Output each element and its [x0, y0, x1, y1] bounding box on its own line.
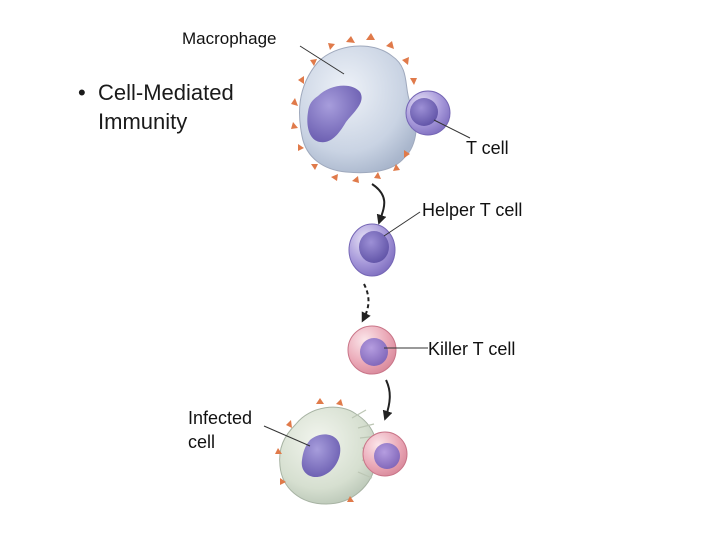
label-infected-line-1: Infected [188, 408, 253, 428]
label-t-cell: T cell [466, 138, 509, 158]
t-cell [405, 90, 451, 136]
helper-t-cell [348, 223, 396, 277]
killer-t-cell [347, 325, 397, 375]
label-macrophage: Macrophage [182, 29, 277, 48]
arrow-solid-2 [382, 379, 393, 421]
label-infected-line-2: cell [188, 432, 216, 452]
bullet-line-2: Immunity [98, 109, 188, 134]
arrow-dashed [361, 283, 371, 323]
infected-cell [275, 398, 379, 505]
leader-lines [263, 45, 471, 447]
infected-antigens [275, 398, 354, 502]
arrow-solid-1 [371, 183, 387, 225]
bullet-symbol: • [78, 80, 86, 105]
label-helper-t-cell: Helper T cell [422, 200, 523, 220]
label-killer-t-cell: Killer T cell [428, 339, 516, 359]
bullet-line-1: Cell-Mediated [98, 80, 234, 105]
macrophage-cell [291, 33, 421, 183]
attacking-killer-cell [362, 431, 408, 477]
